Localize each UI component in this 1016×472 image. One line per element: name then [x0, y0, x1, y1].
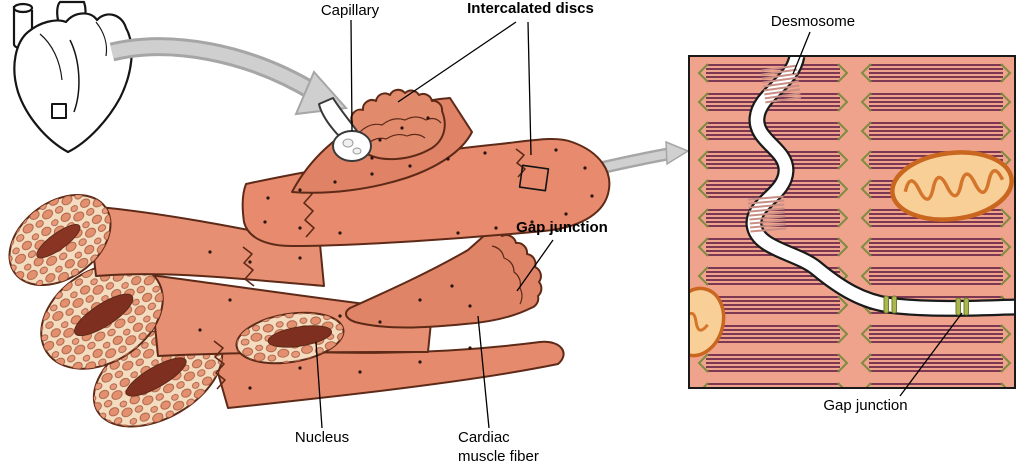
scalloped-fiber-end [350, 88, 446, 161]
gap-junction-label: Gap junction [516, 219, 608, 236]
zoom-arrow-left [109, 37, 349, 116]
heart-inset-illustration [12, 0, 133, 154]
mitochondrion [890, 150, 1014, 222]
desmosome-leader [792, 31, 811, 75]
capillary-label: Capillary [320, 2, 380, 19]
nucleus-label: Nucleus [294, 429, 350, 446]
cardiac-muscle-fiber-leader [477, 315, 490, 429]
inset-gap-junction-label: Gap junction [823, 397, 908, 414]
inset-panel-border [688, 55, 1016, 389]
intercalated-disc-zigzag [242, 246, 255, 287]
gap-junction-leader [516, 239, 554, 292]
fiber-zoom-box [518, 164, 550, 192]
capillary-illustration [318, 97, 372, 162]
heart-zoom-box [51, 103, 67, 119]
inset-panel [688, 55, 1016, 389]
cut-face-1 [8, 193, 112, 287]
intercalated-disc-zigzag [302, 185, 315, 238]
cardiac-fibers-illustration [8, 88, 611, 428]
myofibril-striations [689, 56, 1015, 388]
cardiac-muscle-fiber-label: Cardiac muscle fiber [458, 429, 539, 465]
intercalated-disc-zigzag [515, 148, 526, 178]
nucleus-illustration [36, 224, 81, 259]
nucleus-illustration [125, 357, 187, 397]
nucleus-illustration [74, 293, 134, 337]
desmosome-structure [747, 64, 802, 233]
serrated-fiber-end [345, 229, 543, 329]
inset-gap-junction-leader [899, 312, 963, 397]
intercalated-discs-leader-right [527, 21, 532, 156]
desmosome-label: Desmosome [770, 13, 856, 30]
intercalated-discs-label: Intercalated discs [467, 0, 594, 17]
fiber-surface-dots [198, 116, 594, 390]
intercalated-discs-leader-left [397, 21, 517, 103]
intercalated-disc-zigzag [213, 340, 226, 390]
gap-junction-structure [883, 295, 969, 316]
capillary-leader [350, 19, 353, 132]
nucleus-leader [315, 341, 323, 429]
nucleus-illustration [267, 325, 333, 348]
cut-face-2 [40, 262, 164, 370]
leader-lines [315, 19, 963, 429]
intercalated-disc-path [745, 56, 1015, 317]
